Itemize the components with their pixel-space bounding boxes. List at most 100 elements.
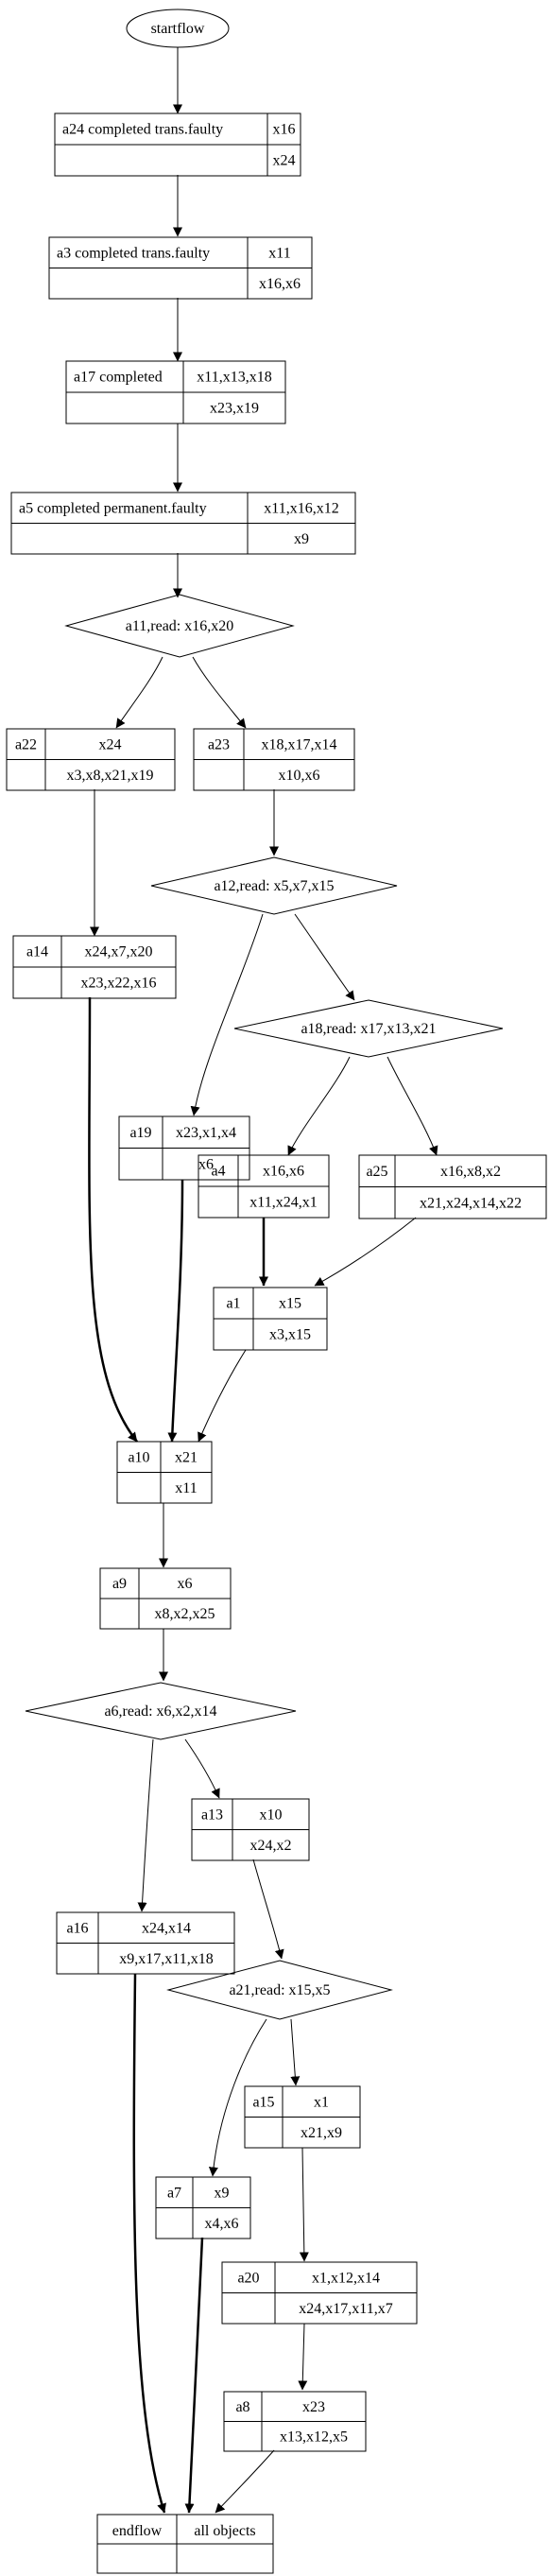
action-reads: x9,x17,x11,x18: [119, 1951, 213, 1967]
action-writes: x16,x6: [263, 1164, 304, 1180]
action-label: a7: [167, 2185, 181, 2201]
action-label: a15: [252, 2094, 274, 2110]
action-label: a25: [366, 1164, 387, 1180]
action-reads: x24: [273, 153, 296, 169]
action-label: a16: [66, 1920, 88, 1936]
action-label: a1: [226, 1296, 240, 1312]
action-label: a9: [112, 1576, 127, 1592]
action-label: a13: [201, 1807, 223, 1823]
action-reads: x6: [198, 1156, 214, 1172]
action-writes: x15: [279, 1296, 301, 1312]
end-label: endflow: [112, 2523, 163, 2539]
start-node: startflow: [126, 9, 230, 48]
action-label: a3 completed trans.faulty: [57, 245, 210, 261]
action-writes: x23: [302, 2399, 325, 2415]
decision-label: a18,read: x17,x13,x21: [301, 1021, 436, 1037]
action-writes: x24,x7,x20: [85, 944, 153, 960]
action-writes: x10: [260, 1807, 283, 1823]
action-writes: x21: [175, 1449, 198, 1465]
start-label: startflow: [151, 21, 205, 37]
end-value: all objects: [194, 2523, 255, 2539]
action-reads: x24,x17,x11,x7: [299, 2301, 392, 2317]
decision-label: a6,read: x6,x2,x14: [104, 1703, 216, 1720]
edge-a20-a8: [298, 2323, 308, 2391]
action-reads: x24,x2: [250, 1838, 292, 1854]
action-writes: x11,x16,x12: [264, 500, 338, 516]
action-node-a3: a3 completed trans.faulty x11 x16,x6: [48, 236, 313, 300]
edge-a14-a10: [88, 996, 138, 1443]
action-node-a25: a25 x16,x8,x2 x21,x24,x14,x22: [358, 1154, 547, 1219]
action-label: a22: [15, 736, 37, 752]
decision-node-a6: a6,read: x6,x2,x14: [25, 1682, 297, 1740]
action-label: a14: [26, 944, 48, 960]
action-label: a4: [211, 1164, 225, 1180]
edge-a11-a23: [192, 656, 247, 729]
edge-a6-a16: [137, 1738, 154, 1912]
edge-a12-a18: [294, 913, 355, 1001]
action-node-a19: a19 x23,x1,x4 x6: [118, 1115, 250, 1181]
action-writes: x1,x12,x14: [312, 2270, 380, 2286]
action-writes: x24: [99, 736, 122, 752]
action-node-a7: a7 x9 x4,x6: [155, 2176, 251, 2239]
edge-a11-a22: [115, 656, 163, 729]
action-node-a13: a13 x10 x24,x2: [191, 1798, 310, 1861]
decision-node-a12: a12,read: x5,x7,x15: [150, 856, 398, 915]
edge-a18-a4: [287, 1056, 351, 1156]
end-node: endflow all objects: [96, 2514, 274, 2574]
action-writes: x9: [215, 2185, 230, 2201]
action-reads: x11: [175, 1480, 197, 1496]
action-label: a24 completed trans.faulty: [62, 122, 223, 138]
action-reads: x21,x9: [301, 2125, 342, 2141]
action-label: a5 completed permanent.faulty: [19, 500, 207, 516]
action-reads: x4,x6: [205, 2216, 239, 2232]
action-node-a16: a16 x24,x14 x9,x17,x11,x18: [56, 1911, 235, 1975]
action-writes: x16: [273, 122, 296, 138]
edge-a21-a7: [208, 2018, 267, 2177]
action-writes: x23,x1,x4: [176, 1125, 236, 1141]
action-reads: x8,x2,x25: [155, 1606, 215, 1622]
action-writes: x24,x14: [142, 1920, 191, 1936]
action-node-a15: a15 x1 x21,x9: [244, 2085, 361, 2149]
action-writes: x16,x8,x2: [440, 1164, 501, 1180]
edge-a1-a10: [198, 1349, 247, 1443]
action-label: a23: [208, 736, 230, 752]
decision-node-a18: a18,read: x17,x13,x21: [233, 999, 504, 1058]
action-label: a19: [129, 1125, 151, 1141]
decision-label: a11,read: x16,x20: [126, 618, 233, 634]
action-reads: x9: [294, 531, 309, 547]
action-node-a4: a4 x16,x6 x11,x24,x1: [198, 1154, 330, 1219]
action-node-a24: a24 completed trans.faulty x16 x24: [54, 112, 301, 177]
decision-node-a21: a21,read: x15,x5: [166, 1960, 393, 2020]
action-reads: x23,x19: [210, 401, 259, 417]
action-node-a14: a14 x24,x7,x20 x23,x22,x16: [12, 935, 177, 999]
edge-a18-a25: [387, 1056, 438, 1156]
action-node-a17: a17 completed x11,x13,x18 x23,x19: [65, 360, 286, 424]
edge-a25-a1: [314, 1217, 417, 1287]
action-reads: x13,x12,x5: [280, 2429, 348, 2445]
edge-a16-end: [132, 1973, 166, 2514]
edge-a8-end: [215, 2449, 275, 2514]
action-reads: x21,x24,x14,x22: [420, 1195, 522, 1211]
edge-a15-a20: [299, 2147, 309, 2262]
action-label: a10: [128, 1449, 149, 1465]
action-reads: x23,x22,x16: [81, 976, 157, 992]
action-node-a23: a23 x18,x17,x14 x10,x6: [193, 728, 355, 791]
action-node-a5: a5 completed permanent.faulty x11,x16,x12…: [10, 492, 356, 555]
edge-a13-a21: [252, 1859, 284, 1960]
action-label: a8: [235, 2399, 249, 2415]
action-reads: x11,x24,x1: [249, 1195, 317, 1211]
action-reads: x10,x6: [279, 768, 320, 784]
action-reads: x3,x15: [269, 1327, 311, 1343]
action-writes: x11,x13,x18: [197, 370, 271, 386]
action-writes: x18,x17,x14: [262, 736, 337, 752]
action-reads: x16,x6: [259, 276, 301, 292]
action-writes: x11: [268, 245, 290, 261]
action-writes: x1: [314, 2094, 329, 2110]
action-node-a1: a1 x15 x3,x15: [213, 1287, 328, 1351]
action-label: a17 completed: [74, 370, 163, 386]
action-node-a8: a8 x23 x13,x12,x5: [223, 2391, 367, 2452]
